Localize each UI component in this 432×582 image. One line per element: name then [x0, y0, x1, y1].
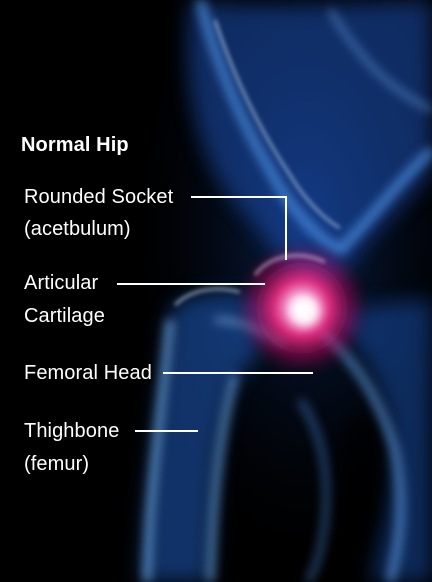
leader-line-socket-v — [285, 196, 287, 260]
label-articular: Articular — [24, 266, 98, 300]
leader-line-thighbone — [135, 430, 198, 432]
leader-line-femoral-head — [163, 372, 313, 374]
leader-line-cartilage — [117, 283, 265, 285]
label-femur: (femur) — [24, 447, 89, 481]
label-acetbulum: (acetbulum) — [24, 212, 131, 246]
label-femoral-head: Femoral Head — [24, 356, 152, 390]
label-rounded-socket: Rounded Socket — [24, 180, 173, 214]
diagram-title: Normal Hip — [21, 128, 129, 162]
label-cartilage: Cartilage — [24, 299, 105, 333]
leader-line-socket-h — [191, 196, 287, 198]
label-thighbone: Thighbone — [24, 414, 119, 448]
hip-joint-highlight — [232, 238, 372, 378]
